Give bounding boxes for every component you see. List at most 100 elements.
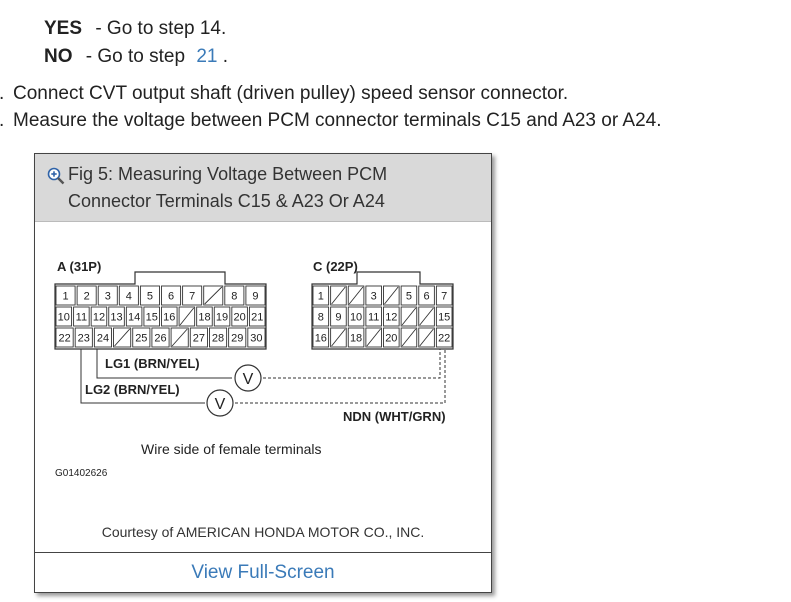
terminal-cell xyxy=(73,306,90,327)
terminal-number: 24 xyxy=(97,333,109,345)
terminal-cell xyxy=(55,306,73,327)
terminal-cell xyxy=(247,327,266,348)
terminal-cell xyxy=(139,285,160,306)
empty-terminal-slash xyxy=(419,307,434,326)
empty-terminal-slash xyxy=(171,328,188,347)
terminal-number: 16 xyxy=(163,312,175,324)
zoom-in-icon[interactable] xyxy=(47,167,65,185)
terminal-cell xyxy=(76,285,97,306)
terminal-number: 15 xyxy=(438,312,450,324)
terminal-number: 20 xyxy=(385,333,397,345)
terminal-number: 9 xyxy=(252,291,258,303)
terminal-cell xyxy=(312,285,330,306)
terminal-number: 27 xyxy=(193,333,205,345)
step-text: Measure the voltage between PCM connecto… xyxy=(13,110,662,131)
wire-ndn-label: NDN (WHT/GRN) xyxy=(343,409,446,424)
terminal-number: 3 xyxy=(371,291,377,303)
terminal-cell xyxy=(189,327,208,348)
connector-c-label: C (22P) xyxy=(313,259,358,274)
terminal-cell xyxy=(231,306,248,327)
terminal-number: 15 xyxy=(146,312,158,324)
terminal-number: 18 xyxy=(350,333,362,345)
terminal-cell xyxy=(132,327,151,348)
terminal-number: 8 xyxy=(231,291,237,303)
terminal-cell xyxy=(55,285,76,306)
answer-no: NO - Go to step 21 . xyxy=(44,46,228,68)
terminal-number: 1 xyxy=(62,291,68,303)
wire-lg2 xyxy=(80,349,205,404)
connector-a-label: A (31P) xyxy=(57,259,101,274)
empty-terminal-slash xyxy=(366,328,381,347)
figure-title-line2: Connector Terminals C15 & A23 Or A24 xyxy=(68,191,385,211)
terminal-number: 14 xyxy=(128,312,140,324)
figure-title: Fig 5: Measuring Voltage Between PCM Con… xyxy=(68,161,478,215)
empty-terminal-slash xyxy=(384,286,399,305)
empty-terminal-slash xyxy=(114,328,131,347)
empty-terminal-slash xyxy=(179,307,195,326)
terminal-number: 6 xyxy=(168,291,174,303)
terminal-cell xyxy=(93,327,112,348)
figure-footer: View Full-Screen xyxy=(35,552,491,593)
terminal-number: 29 xyxy=(231,333,243,345)
step-21-link[interactable]: 21 xyxy=(196,46,218,67)
wire-lg2-label: LG2 (BRN/YEL) xyxy=(85,382,180,397)
terminal-cell xyxy=(90,306,108,327)
voltmeter-icon: V xyxy=(234,364,262,392)
terminal-cell xyxy=(108,306,125,327)
terminal-number: 5 xyxy=(147,291,153,303)
terminal-number: 12 xyxy=(385,312,397,324)
wire-ndn-bottom xyxy=(235,349,446,404)
terminal-cell xyxy=(228,327,247,348)
terminal-cell xyxy=(245,285,266,306)
terminal-number: 4 xyxy=(126,291,132,303)
terminal-number: 8 xyxy=(318,312,324,324)
terminal-cell xyxy=(312,306,330,327)
terminal-number: 23 xyxy=(78,333,90,345)
terminal-cell xyxy=(196,306,213,327)
terminal-number: 21 xyxy=(251,312,263,324)
terminal-number: 1 xyxy=(318,291,324,303)
terminal-number: 20 xyxy=(234,312,246,324)
figure-header: Fig 5: Measuring Voltage Between PCM Con… xyxy=(35,154,491,222)
empty-terminal-slash xyxy=(401,307,417,326)
connector-a-outline xyxy=(54,271,267,350)
terminal-cell xyxy=(347,327,365,348)
terminal-number: 11 xyxy=(76,312,87,324)
terminal-number: 22 xyxy=(438,333,450,345)
terminal-number: 7 xyxy=(189,291,195,303)
terminal-number: 22 xyxy=(58,333,70,345)
answer-yes-label: YES xyxy=(44,18,83,39)
answer-no-label: NO xyxy=(44,46,73,67)
wire-ndn-top xyxy=(263,349,441,379)
terminal-cell xyxy=(418,285,435,306)
terminal-number: 7 xyxy=(441,291,447,303)
terminal-number: 2 xyxy=(84,291,90,303)
answer-no-end: . xyxy=(222,46,229,67)
terminal-cell xyxy=(224,285,245,306)
terminal-cell xyxy=(161,306,178,327)
terminal-number: 13 xyxy=(110,312,122,324)
voltmeter-icon: V xyxy=(206,389,234,417)
terminal-cell xyxy=(312,327,330,348)
terminal-cell xyxy=(435,306,453,327)
terminal-cell xyxy=(143,306,160,327)
terminal-cell xyxy=(400,285,418,306)
terminal-cell xyxy=(383,306,400,327)
terminal-cell xyxy=(435,285,453,306)
terminal-cell xyxy=(74,327,93,348)
terminal-number: 30 xyxy=(250,333,262,345)
terminal-number: 25 xyxy=(135,333,147,345)
terminal-number: 18 xyxy=(198,312,210,324)
terminal-cell xyxy=(161,285,182,306)
view-full-screen-link[interactable]: View Full-Screen xyxy=(191,562,335,583)
terminal-number: 9 xyxy=(335,312,341,324)
terminal-cell xyxy=(55,327,74,348)
terminal-cell xyxy=(383,327,400,348)
terminal-cell xyxy=(365,285,382,306)
terminal-cell xyxy=(365,306,382,327)
wire-lg1 xyxy=(96,349,232,379)
empty-terminal-slash xyxy=(331,286,346,305)
